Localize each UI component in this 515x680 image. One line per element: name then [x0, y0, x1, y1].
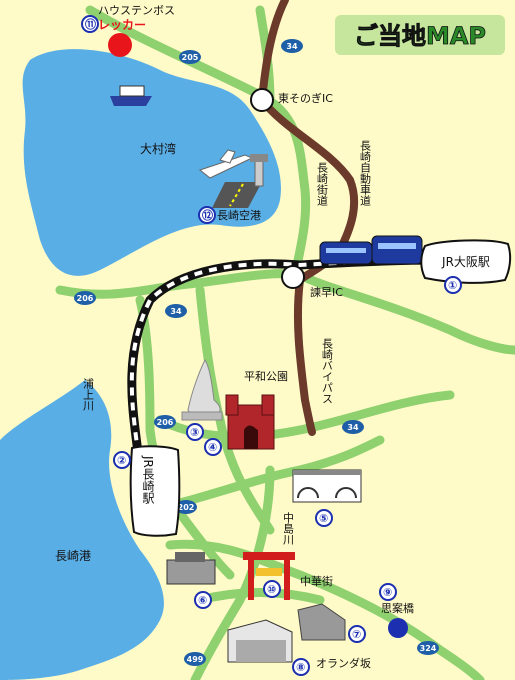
- svg-text:34: 34: [347, 423, 359, 432]
- route-206-shield-west: 206: [74, 291, 96, 305]
- urakami-river-label: 浦上川: [82, 378, 95, 411]
- wrecker-location-marker: [108, 33, 132, 57]
- ship-icon: [110, 85, 152, 106]
- marker-10: ⑩: [263, 580, 281, 598]
- map-title: ご当地MAP: [335, 15, 505, 55]
- svg-text:206: 206: [157, 418, 174, 427]
- svg-text:⑨: ⑨: [383, 586, 392, 599]
- marker-11: ⑪: [81, 15, 99, 33]
- svg-text:⑫: ⑫: [202, 208, 213, 222]
- marker-2: ②: [113, 451, 131, 469]
- svg-text:205: 205: [182, 53, 199, 62]
- kaido-label: 長崎街道: [316, 162, 329, 206]
- svg-text:⑧: ⑧: [296, 661, 305, 674]
- route-324-shield: 324: [417, 641, 439, 655]
- svg-text:③: ③: [190, 426, 199, 439]
- svg-text:202: 202: [178, 503, 195, 512]
- wrecker-label: レッカー: [98, 18, 146, 32]
- stone-wall-icon: [297, 603, 346, 641]
- svg-text:499: 499: [187, 655, 204, 664]
- svg-text:⑦: ⑦: [352, 628, 361, 641]
- dutch-slope-label: オランダ坂: [316, 656, 371, 670]
- marker-1: ①: [444, 276, 462, 294]
- svg-text:206: 206: [77, 294, 94, 303]
- bypass-label: 長崎バイパス: [321, 338, 334, 404]
- svg-text:324: 324: [420, 644, 437, 653]
- route-206-shield-south: 206: [154, 415, 176, 429]
- dutch-house-icon: [227, 619, 293, 663]
- train-icon: [319, 235, 423, 265]
- higashisonogi-ic-marker: [250, 88, 274, 112]
- nagasaki-harbor: [0, 380, 164, 680]
- glover-garden-icon: [166, 552, 216, 585]
- marker-5: ⑤: [315, 509, 333, 527]
- jr-nagasaki-station-sign: JR長崎駅: [129, 445, 181, 537]
- marker-9: ⑨: [379, 583, 397, 601]
- svg-text:34: 34: [286, 42, 298, 51]
- route-205-shield-north: 205: [179, 50, 201, 64]
- marker-7: ⑦: [348, 625, 366, 643]
- expressway-label: 長崎自動車道: [359, 140, 372, 206]
- svg-text:④: ④: [208, 441, 217, 454]
- site-markers: ① ② ③ ④ ⑤ ⑥ ⑦ ⑧ ⑨ ⑩ ⑪ ⑫: [81, 15, 462, 676]
- omura-bay: [22, 49, 281, 276]
- svg-text:①: ①: [448, 279, 457, 292]
- shian-bashi-marker: [388, 618, 408, 638]
- railway-ties: [129, 258, 441, 471]
- marker-12: ⑫: [198, 206, 216, 224]
- route-shields: 205 34 206 34 206 202 34 499 324: [74, 39, 439, 666]
- chinatown-label: 中華街: [300, 574, 333, 588]
- route-34-shield-center: 34: [165, 304, 187, 318]
- svg-text:34: 34: [170, 307, 182, 316]
- svg-text:⑥: ⑥: [198, 594, 207, 607]
- marker-4: ④: [204, 438, 222, 456]
- svg-text:⑩: ⑩: [267, 583, 276, 596]
- route-499-shield: 499: [184, 652, 206, 666]
- peace-park-label: 平和公園: [244, 370, 288, 383]
- nagasaki-harbor-label: 長崎港: [55, 549, 91, 563]
- svg-text:JR長崎駅: JR長崎駅: [141, 455, 155, 504]
- svg-text:⑤: ⑤: [319, 512, 328, 525]
- higashisonogi-ic-label: 東そのぎIC: [278, 91, 333, 105]
- svg-text:②: ②: [117, 454, 126, 467]
- marker-6: ⑥: [194, 591, 212, 609]
- chinatown-gate-icon: [243, 552, 295, 600]
- svg-text:⑪: ⑪: [85, 17, 96, 31]
- marker-8: ⑧: [292, 658, 310, 676]
- jr-osaka-station-sign: JR大阪駅: [420, 239, 512, 284]
- route-34-shield-east: 34: [342, 420, 364, 434]
- marker-3: ③: [186, 423, 204, 441]
- spectacles-bridge-icon: [292, 469, 362, 503]
- nakashima-river-label: 中島川: [282, 512, 295, 545]
- route-202-shield: 202: [175, 500, 197, 514]
- shian-bashi-label: 思案橋: [381, 601, 414, 615]
- svg-text:JR大阪駅: JR大阪駅: [441, 255, 490, 269]
- isahaya-ic-label: 諫早IC: [310, 285, 343, 299]
- peace-statue-icon: [181, 358, 223, 421]
- omura-bay-label: 大村湾: [140, 141, 176, 156]
- route-34-shield-north: 34: [281, 39, 303, 53]
- airport-runway-icon: [212, 154, 268, 208]
- urakami-cathedral-icon: [225, 394, 275, 450]
- isahaya-ic-marker: [281, 265, 305, 289]
- huis-ten-bosch-label: ハウステンボス: [98, 4, 175, 17]
- svg-text:ご当地MAP: ご当地MAP: [354, 22, 486, 50]
- airport-label: 長崎空港: [217, 208, 261, 222]
